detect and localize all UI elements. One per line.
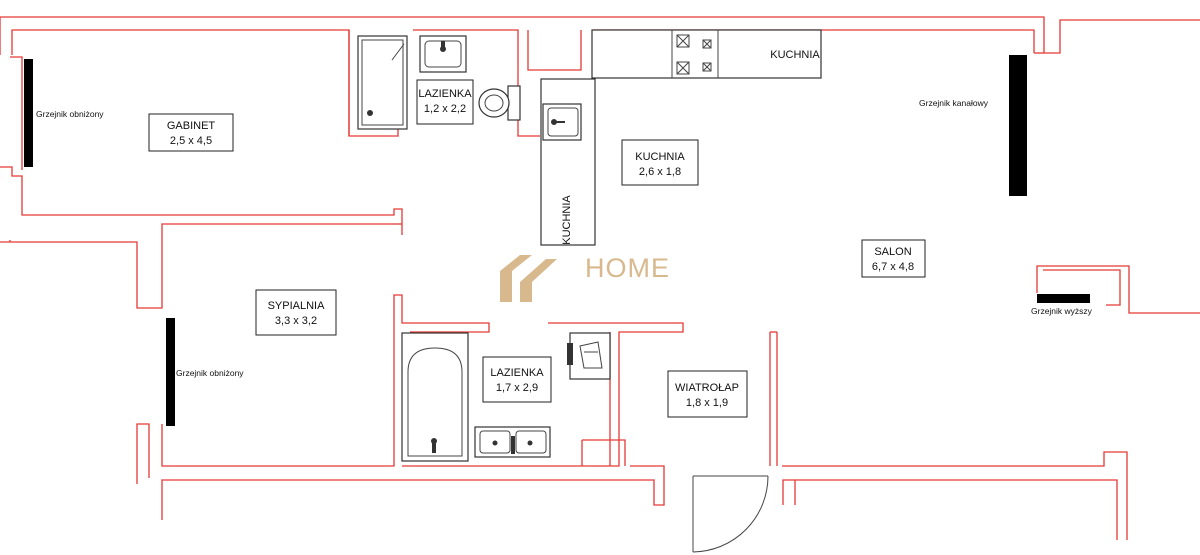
room-name: SALON [874,246,911,258]
room-size: 6,7 x 4,8 [872,261,914,273]
room-name: LAZIENKA [490,367,544,379]
kitchen-counter-top-label: KUCHNIA [770,49,820,61]
room-label-gabinet: GABINET 2,5 x 4,5 [148,113,234,152]
room-size: 1,7 x 2,9 [496,382,538,394]
room-size: 1,2 x 2,2 [424,103,466,115]
home-logo: HOME [500,253,670,302]
radiator-salon-canal [1009,55,1027,196]
cooktop-icon [676,34,712,75]
room-label-sypialnia: SYPIALNIA 3,3 x 3,2 [255,289,337,336]
toilet-icon [478,85,521,121]
room-name: LAZIENKA [418,88,472,100]
room-label-lazienka-top: LAZIENKA 1,2 x 2,2 [416,79,474,125]
room-label-salon: SALON 6,7 x 4,8 [861,239,926,278]
watermark-text: HOME [585,253,670,283]
appliance-icon [567,332,611,380]
room-name: KUCHNIA [635,151,685,163]
radiator-salon-high-label: Grzejnik wyższy [1031,306,1093,316]
bathtub-icon [401,332,469,462]
radiator-salon-canal-label: Grzejnik kanałowy [919,98,989,108]
radiator-sypialnia-label: Grzejnik obniżony [176,368,244,378]
room-name: WIATROŁAP [675,382,739,394]
washbasin-icon [419,35,467,73]
room-size: 2,6 x 1,8 [639,166,681,178]
radiator-gabinet [24,59,33,167]
kitchen-counter-top: KUCHNIA [591,29,822,79]
kitchen-sink-icon [542,103,582,141]
radiator-salon-high [1037,294,1090,303]
room-label-wiatrolap: WIATROŁAP 1,8 x 1,9 [667,370,748,418]
kitchen-counter-vertical-label: KUCHNIA [561,195,573,245]
room-name: SYPIALNIA [268,300,326,312]
room-name: GABINET [167,120,216,132]
room-size: 1,8 x 1,9 [686,397,728,409]
radiator-sypialnia [166,318,175,426]
room-label-kuchnia: KUCHNIA 2,6 x 1,8 [621,139,699,186]
room-size: 2,5 x 4,5 [170,135,212,147]
walls [0,16,1200,540]
room-size: 3,3 x 3,2 [275,315,317,327]
radiator-gabinet-label: Grzejnik obniżony [36,109,104,119]
room-label-lazienka-bottom: LAZIENKA 1,7 x 2,9 [482,356,552,403]
shower-icon [357,35,408,130]
double-washbasin-icon [474,426,551,458]
entrance-door-icon [692,475,769,553]
